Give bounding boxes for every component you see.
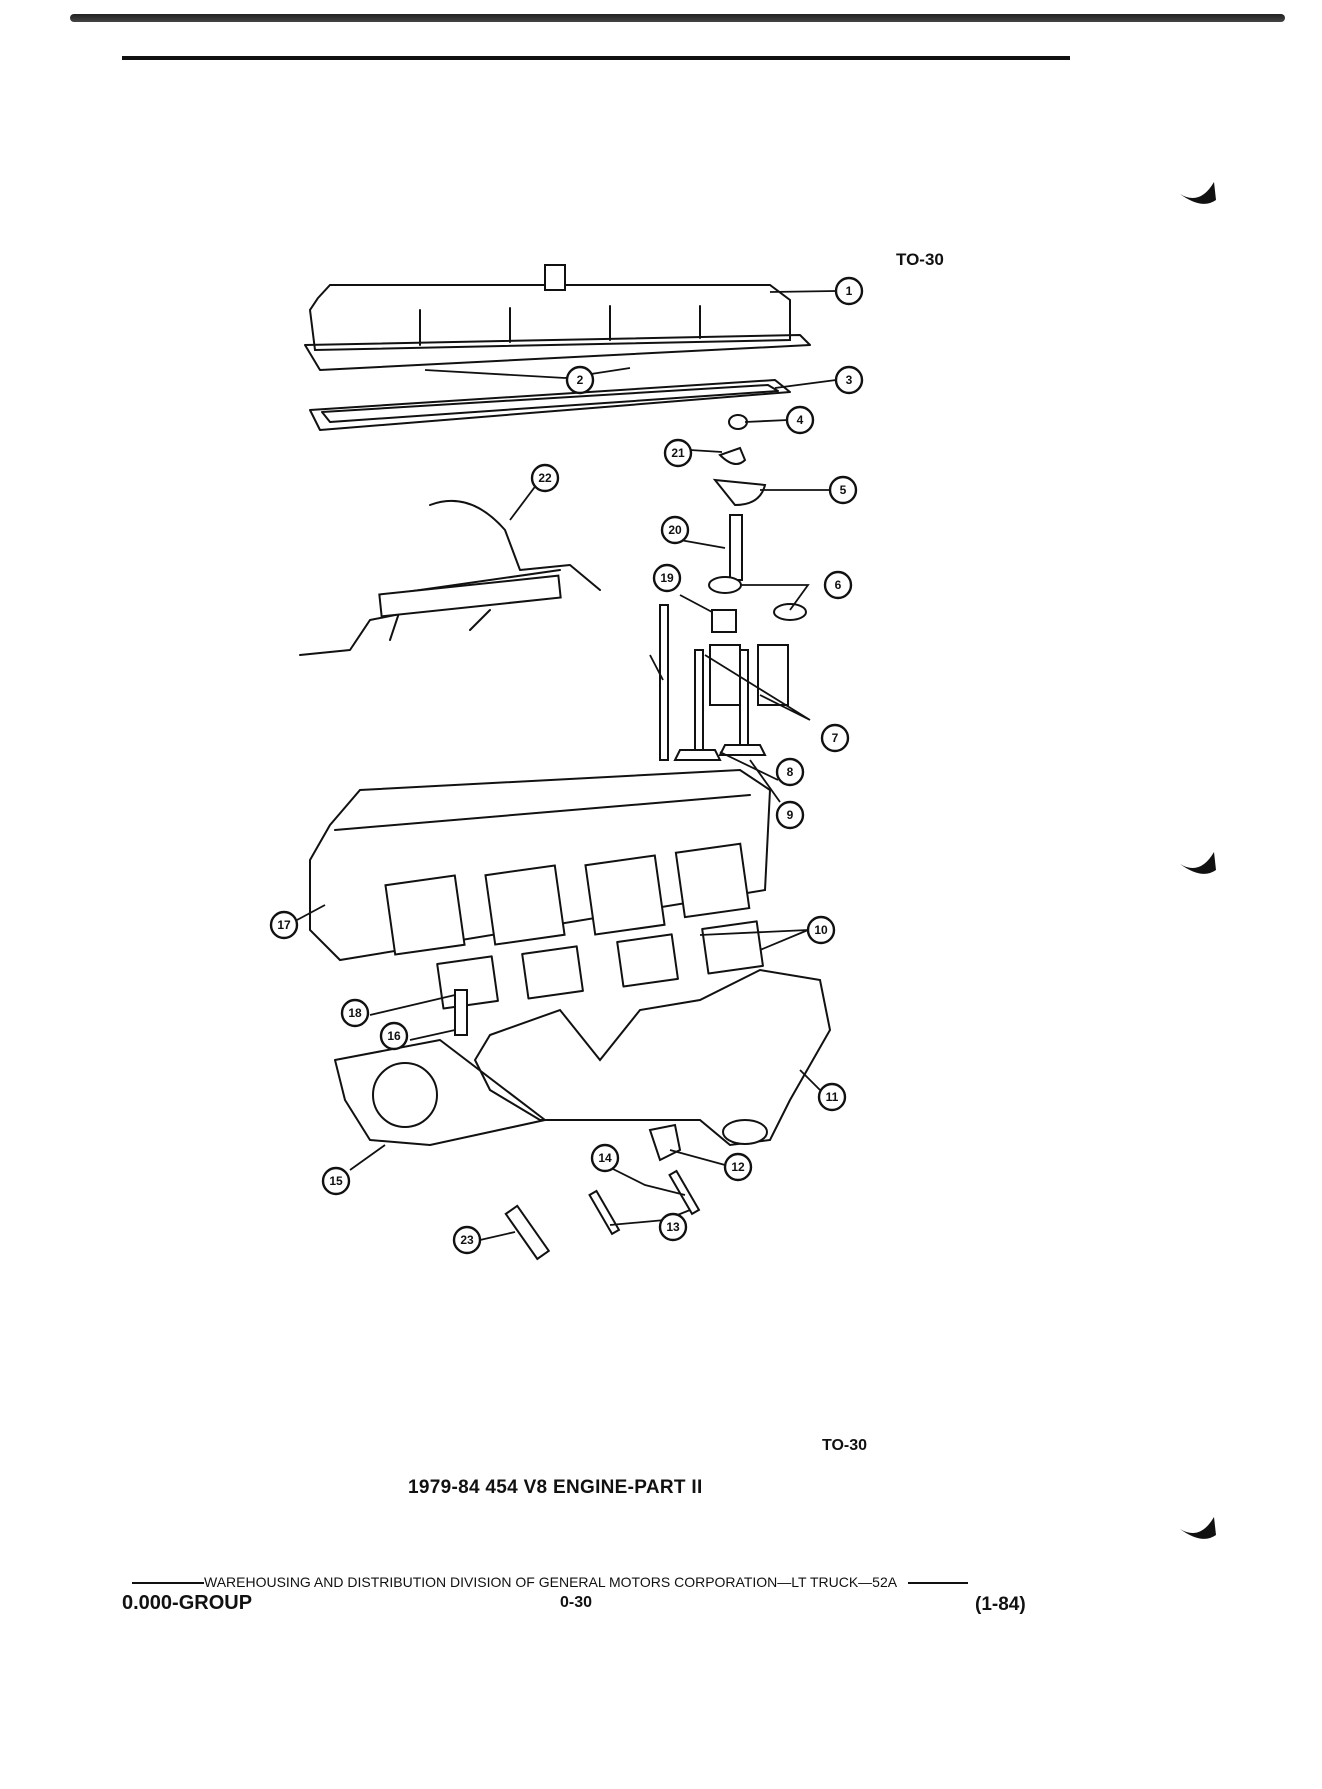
rocker-gasket-part bbox=[309, 379, 791, 431]
svg-text:14: 14 bbox=[598, 1151, 612, 1165]
svg-text:8: 8 bbox=[787, 765, 794, 779]
svg-text:1: 1 bbox=[846, 284, 853, 298]
callout-9: 9 bbox=[775, 800, 805, 830]
binder-hole-mark bbox=[1178, 180, 1218, 210]
figure-code-top: TO-30 bbox=[896, 250, 944, 269]
bolt-parts bbox=[588, 1169, 701, 1236]
header-rule bbox=[122, 56, 1070, 60]
svg-text:18: 18 bbox=[348, 1006, 362, 1020]
callout-20: 20 bbox=[660, 515, 690, 545]
svg-text:16: 16 bbox=[387, 1029, 401, 1043]
callout-13: 13 bbox=[658, 1212, 688, 1242]
callout-8: 8 bbox=[775, 757, 805, 787]
callout-10: 10 bbox=[806, 915, 836, 945]
callout-19: 19 bbox=[652, 563, 682, 593]
svg-text:21: 21 bbox=[671, 446, 685, 460]
fuel-line-part bbox=[299, 499, 601, 656]
svg-text:7: 7 bbox=[832, 731, 839, 745]
callout-1: 1 bbox=[834, 276, 864, 306]
callout-14: 14 bbox=[590, 1143, 620, 1173]
page-number: 0-30 bbox=[560, 1594, 593, 1611]
footer-rule-left bbox=[132, 1582, 204, 1585]
group-number: 0.000-GROUP bbox=[122, 1592, 253, 1614]
svg-text:3: 3 bbox=[846, 373, 853, 387]
callout-7: 7 bbox=[820, 723, 850, 753]
svg-text:22: 22 bbox=[538, 471, 552, 485]
revision-date: (1-84) bbox=[975, 1594, 1026, 1615]
head-gasket-part bbox=[334, 1039, 546, 1146]
figure-title: 1979-84 454 V8 ENGINE-PART II bbox=[408, 1477, 703, 1498]
callout-18: 18 bbox=[340, 998, 370, 1028]
footer-rule-right bbox=[908, 1582, 969, 1585]
binder-hole-mark bbox=[1178, 850, 1218, 880]
callout-3: 3 bbox=[834, 365, 864, 395]
dowel-pin-part bbox=[504, 1204, 551, 1261]
valve-train-parts bbox=[659, 414, 807, 761]
svg-text:20: 20 bbox=[668, 523, 682, 537]
publisher-line: WAREHOUSING AND DISTRIBUTION DIVISION OF… bbox=[132, 1574, 969, 1590]
binder-hole-mark bbox=[1178, 1515, 1218, 1545]
rocker-cover-part bbox=[304, 264, 811, 371]
svg-text:2: 2 bbox=[577, 373, 584, 387]
temperature-sensor-part bbox=[454, 989, 468, 1036]
callout-4: 4 bbox=[785, 405, 815, 435]
scan-edge-bar bbox=[70, 14, 1285, 22]
svg-text:9: 9 bbox=[787, 808, 794, 822]
exhaust-gasket-parts bbox=[436, 920, 764, 1010]
svg-text:6: 6 bbox=[835, 578, 842, 592]
callout-5: 5 bbox=[828, 475, 858, 505]
svg-text:4: 4 bbox=[797, 413, 804, 427]
callout-2: 2 bbox=[565, 365, 595, 395]
callout-11: 11 bbox=[817, 1082, 847, 1112]
callout-15: 15 bbox=[321, 1166, 351, 1196]
figure-code-bottom: TO-30 bbox=[822, 1437, 868, 1454]
callout-6: 6 bbox=[823, 570, 853, 600]
publisher-text: WAREHOUSING AND DISTRIBUTION DIVISION OF… bbox=[204, 1574, 897, 1590]
svg-text:15: 15 bbox=[329, 1174, 343, 1188]
bracket-part bbox=[648, 1123, 682, 1162]
svg-text:19: 19 bbox=[660, 571, 674, 585]
callout-12: 12 bbox=[723, 1152, 753, 1182]
svg-text:5: 5 bbox=[840, 483, 847, 497]
svg-text:12: 12 bbox=[731, 1160, 745, 1174]
svg-text:10: 10 bbox=[814, 923, 828, 937]
svg-text:17: 17 bbox=[277, 918, 291, 932]
callout-21: 21 bbox=[663, 438, 693, 468]
callout-22: 22 bbox=[530, 463, 560, 493]
callout-17: 17 bbox=[269, 910, 299, 940]
svg-text:11: 11 bbox=[826, 1090, 839, 1104]
callout-16: 16 bbox=[379, 1021, 409, 1051]
svg-text:13: 13 bbox=[666, 1220, 680, 1234]
exhaust-manifold-part bbox=[473, 968, 832, 1147]
callout-23: 23 bbox=[452, 1225, 482, 1255]
svg-text:23: 23 bbox=[460, 1233, 474, 1247]
cylinder-head-part bbox=[309, 768, 772, 962]
